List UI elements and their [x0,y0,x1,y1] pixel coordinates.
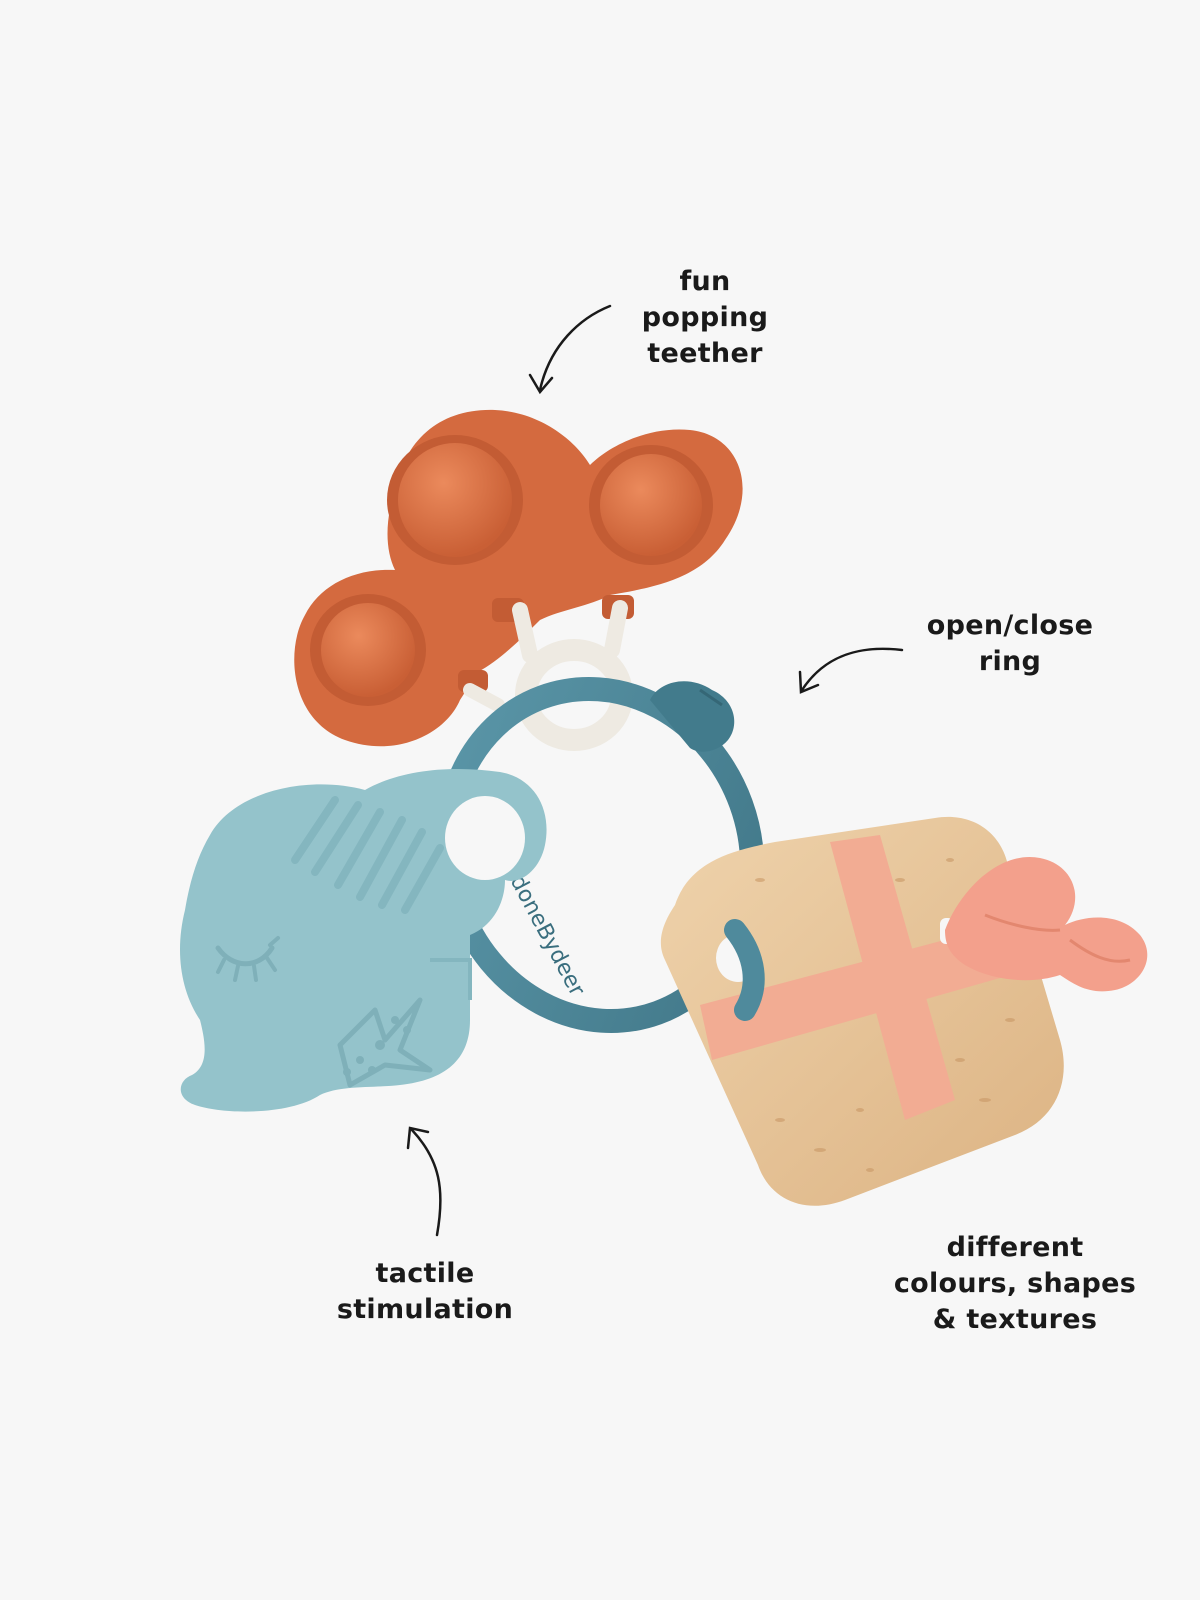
label-line: colours, shapes [893,1268,1137,1299]
label-line: stimulation [336,1294,514,1325]
label-tactile-stimulation: tactile stimulation [310,1256,540,1328]
plush-tag [945,856,1148,992]
arrow-icon [798,647,904,694]
label-fun-popping-teether: fun popping teether [610,264,800,372]
label-line: fun [679,266,731,297]
label-line: teether [647,338,763,369]
label-line: tactile [375,1258,475,1289]
label-line: open/close [926,610,1094,641]
label-line: popping [641,302,769,333]
label-open-close-ring: open/close ring [900,608,1120,680]
popping-teether [294,409,743,747]
label-line: ring [978,646,1042,677]
label-different-colours-shapes-textures: different colours, shapes & textures [870,1230,1160,1338]
label-line: different [946,1232,1084,1263]
arrow-icon [528,304,612,395]
elephant-teether [180,769,547,1112]
label-line: & textures [932,1304,1098,1335]
arrow-icon [406,1126,442,1237]
